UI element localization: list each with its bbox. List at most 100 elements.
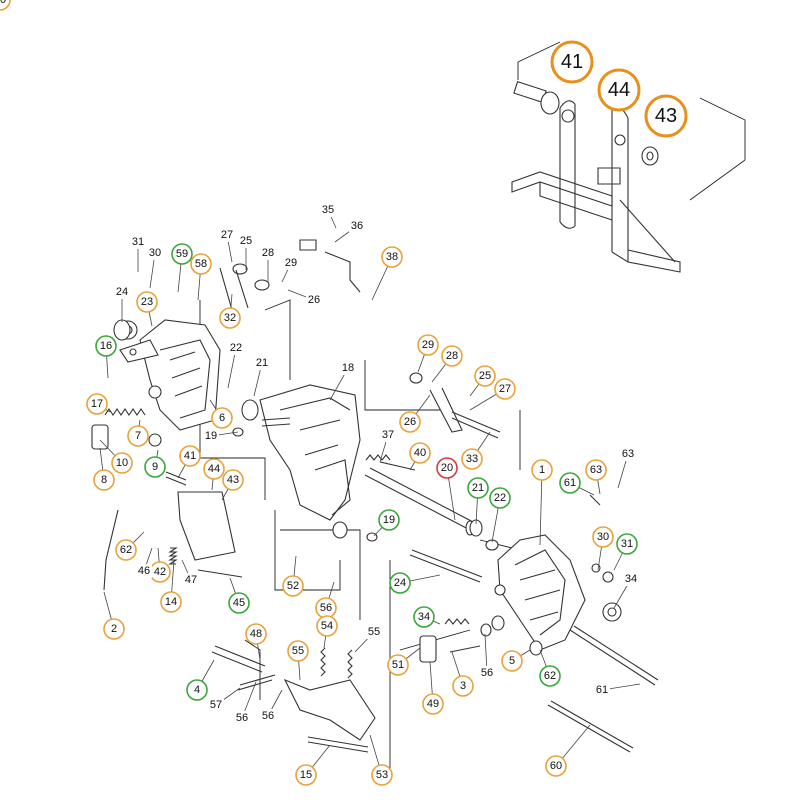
- callout-number: 34: [625, 573, 637, 585]
- small-parts-drawing: [91, 239, 614, 741]
- callout-ring: [371, 764, 393, 786]
- callout-number: 61: [564, 477, 576, 489]
- callout-background: [340, 361, 356, 375]
- callout-50: 50: [0, 0, 11, 11]
- callout-background: [349, 219, 365, 233]
- callout-number: 28: [262, 247, 274, 259]
- callout-number: 37: [382, 429, 394, 441]
- callout-number: 19: [383, 514, 395, 526]
- callout-number: 27: [499, 383, 511, 395]
- callout-number: 50: [0, 0, 6, 6]
- callout-number: 35: [322, 204, 334, 216]
- callout-ring: [95, 335, 117, 357]
- callout-46: 46: [136, 564, 152, 578]
- callout-ring: [461, 448, 483, 470]
- callout-number: 55: [368, 626, 380, 638]
- callout-37: 37: [380, 428, 396, 442]
- callout-ring: [531, 459, 553, 481]
- callout-background: [306, 293, 322, 307]
- callout-47: 47: [183, 573, 199, 587]
- callout-background: [260, 246, 276, 260]
- callout-59: 59: [171, 243, 193, 265]
- callout-number: 56: [320, 602, 332, 614]
- callout-31: 31: [130, 235, 146, 249]
- callout-34: 34: [623, 572, 639, 586]
- callout-number: 7: [135, 430, 141, 442]
- callout-61: 61: [594, 683, 610, 697]
- callout-number: 32: [224, 312, 236, 324]
- callout-31: 31: [616, 533, 638, 555]
- callout-number: 56: [236, 712, 248, 724]
- callout-49: 49: [422, 693, 444, 715]
- callout-number: 44: [208, 463, 220, 475]
- callout-number: 14: [165, 596, 177, 608]
- callout-2: 2: [103, 618, 125, 640]
- callout-number: 9: [152, 461, 158, 473]
- callout-number: 43: [227, 474, 239, 486]
- callout-background: [283, 256, 299, 270]
- callout-number: 29: [422, 339, 434, 351]
- callout-number: 1: [539, 464, 545, 476]
- inset-callout-number: 41: [561, 51, 583, 73]
- callout-ring: [399, 411, 421, 433]
- callout-background: [147, 246, 163, 260]
- callout-36: 36: [349, 219, 365, 233]
- callout-40: 40: [409, 442, 431, 464]
- callout-ring: [389, 572, 411, 594]
- callout-ring: [86, 393, 108, 415]
- callout-number: 18: [342, 362, 354, 374]
- callout-ring: [111, 452, 133, 474]
- inset-callout-number: 43: [655, 105, 677, 127]
- callout-background: [623, 572, 639, 586]
- callout-28: 28: [260, 246, 276, 260]
- callout-number: 17: [91, 398, 103, 410]
- callout-ring: [585, 459, 607, 481]
- callout-33: 33: [461, 448, 483, 470]
- callout-number: 59: [176, 248, 188, 260]
- callout-number: 63: [622, 448, 634, 460]
- callout-ring: [115, 539, 137, 561]
- callout-number: 52: [287, 580, 299, 592]
- callout-25: 25: [474, 365, 496, 387]
- shafts-and-rods-drawing: [103, 417, 659, 753]
- callout-61: 61: [559, 472, 581, 494]
- callout-ring: [211, 407, 233, 429]
- callout-ring: [160, 591, 182, 613]
- callout-number: 57: [210, 699, 222, 711]
- callout-ring: [190, 253, 212, 275]
- callout-ring: [381, 246, 403, 268]
- callout-55: 55: [287, 640, 309, 662]
- callout-number: 26: [404, 416, 416, 428]
- callout-58: 58: [190, 253, 212, 275]
- callout-56: 56: [315, 597, 337, 619]
- callout-background: [380, 428, 396, 442]
- callout-29: 29: [283, 256, 299, 270]
- callout-ring: [545, 755, 567, 777]
- callout-number: 62: [544, 670, 556, 682]
- callout-56: 56: [260, 709, 276, 723]
- callout-62: 62: [539, 665, 561, 687]
- callout-number: 60: [550, 760, 562, 772]
- callout-55: 55: [366, 625, 382, 639]
- callout-56: 56: [234, 711, 250, 725]
- callout-63: 63: [585, 459, 607, 481]
- callout-background: [114, 285, 130, 299]
- callout-ring: [228, 592, 250, 614]
- callout-25: 25: [238, 234, 254, 248]
- callout-background: [479, 666, 495, 680]
- callout-ring: [0, 0, 11, 11]
- left-clamp-bracket-drawing: [118, 319, 221, 431]
- swivel-bracket-drawing: [241, 384, 361, 539]
- callout-ring: [295, 764, 317, 786]
- callout-51: 51: [387, 654, 409, 676]
- callout-28: 28: [441, 345, 463, 367]
- callout-ring: [413, 606, 435, 628]
- callout-24: 24: [114, 285, 130, 299]
- callout-8: 8: [93, 469, 115, 491]
- leader-line-1: [539, 469, 543, 546]
- callout-number: 33: [466, 453, 478, 465]
- callout-background: [136, 564, 152, 578]
- callout-ring: [616, 533, 638, 555]
- callout-29: 29: [417, 334, 439, 356]
- callout-background: [366, 625, 382, 639]
